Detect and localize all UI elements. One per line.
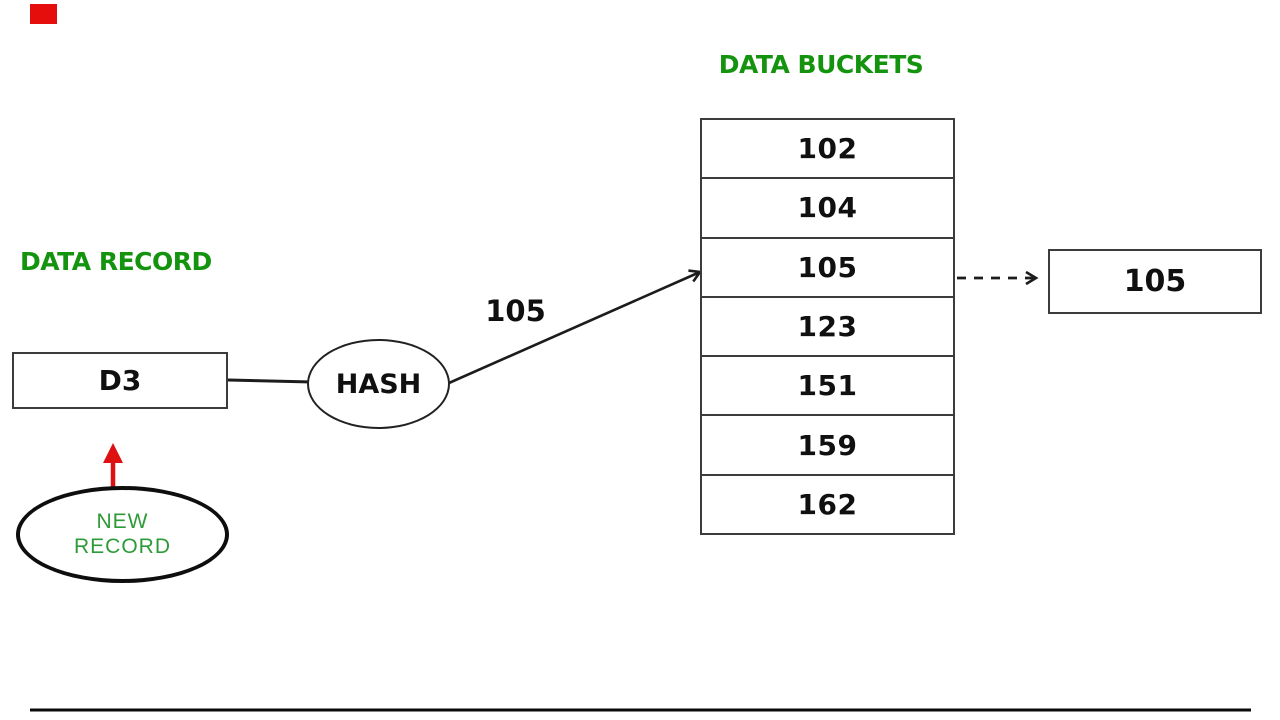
data-buckets-title: DATA BUCKETS	[718, 50, 924, 79]
hash-function-node: HASH	[307, 339, 450, 429]
data-record-title: DATA RECORD	[20, 247, 212, 276]
bucket-row: 105	[702, 239, 953, 298]
bucket-row: 162	[797, 487, 858, 521]
recording-marker-icon	[30, 4, 57, 24]
data-record-box-label: D3	[98, 364, 142, 397]
new-record-arrow-head	[103, 443, 123, 463]
bucket-table: 102 104 105 123 151 159 162	[700, 118, 955, 535]
bucket-row: 151	[702, 357, 953, 417]
overflow-box: 105	[1048, 249, 1262, 314]
bucket-row: 123	[702, 298, 953, 358]
new-record-label-line2: RECORD	[73, 534, 171, 558]
new-record-node: NEW RECORD	[16, 486, 229, 583]
hash-output-value: 105	[485, 294, 546, 328]
data-record-box: D3	[12, 352, 228, 409]
bucket-row: 102	[702, 120, 953, 180]
record-to-hash-line	[227, 378, 313, 384]
bucket-row: 104	[702, 179, 953, 239]
bucket-row: 159	[702, 416, 953, 476]
hash-node-label: HASH	[335, 368, 422, 400]
new-record-label-line1: NEW	[96, 510, 149, 534]
overflow-box-label: 105	[1123, 264, 1187, 299]
